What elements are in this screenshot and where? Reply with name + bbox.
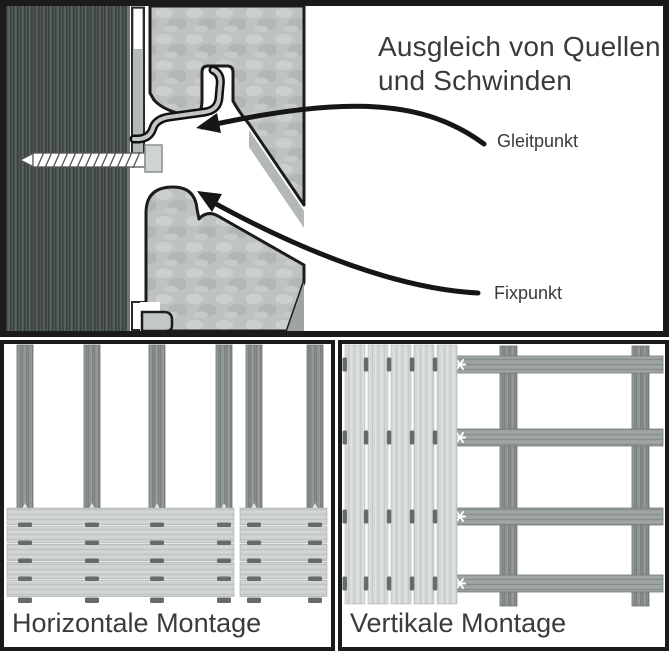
horizontal-battens xyxy=(454,355,664,593)
lower-board xyxy=(140,185,306,331)
screw-icon xyxy=(18,144,163,173)
panel-title: Ausgleich von Quellen und Schwinden xyxy=(378,30,661,98)
vertical-montage-illustration xyxy=(342,344,664,607)
vertical-boards xyxy=(344,344,458,605)
vertical-battens xyxy=(16,344,324,512)
clip-icon xyxy=(129,65,225,144)
fixpunkt-label: Fixpunkt xyxy=(494,283,563,303)
horizontal-montage-caption: Horizontale Montage xyxy=(12,608,262,638)
vertical-montage-caption: Vertikale Montage xyxy=(350,608,567,638)
board-shadow xyxy=(287,282,304,331)
cross-section-illustration xyxy=(6,6,487,331)
gleitpunkt-arrow-icon xyxy=(196,103,487,147)
horizontal-montage-illustration xyxy=(6,344,328,603)
gleitpunkt-label: Gleitpunkt xyxy=(497,131,579,151)
detail-panel: Ausgleich von Quellen und Schwinden Glei… xyxy=(0,0,669,337)
clip-foot xyxy=(140,310,174,331)
fixpunkt-arrow-icon xyxy=(197,191,481,296)
horizontal-boards xyxy=(6,507,328,597)
dark-batten xyxy=(6,6,130,331)
mounting-rail xyxy=(131,6,145,331)
clip-marks xyxy=(18,522,322,603)
clip-marks xyxy=(342,357,438,591)
title-line-1: Ausgleich von Quellen xyxy=(378,31,661,62)
title-line-2: und Schwinden xyxy=(378,65,573,96)
horizontal-montage-panel: Horizontale Montage xyxy=(0,340,335,651)
board-shadow xyxy=(249,130,304,228)
vertical-montage-panel: Vertikale Montage xyxy=(338,340,669,651)
counter-battens xyxy=(499,345,650,607)
